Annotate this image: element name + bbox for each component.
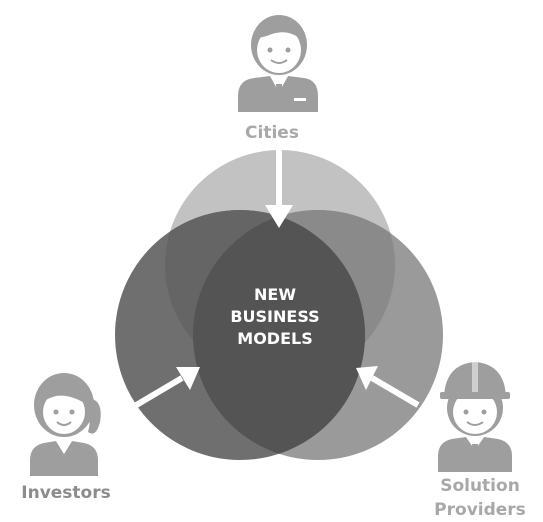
arrow-diagonal-right-icon (131, 367, 200, 410)
businesswoman-icon (30, 373, 101, 476)
center-label-line2: BUSINESS (230, 307, 320, 326)
hardhat-worker-icon (438, 362, 512, 472)
center-overlap (193, 210, 365, 460)
arrow-down-head-icon (265, 150, 293, 228)
center-label-line3: MODELS (237, 329, 313, 348)
cities-label: Cities (245, 123, 299, 143)
center-label-line1: NEW (254, 285, 296, 304)
investors-label: Investors (21, 483, 111, 503)
arrow-diagonal-left-icon (356, 366, 420, 408)
center-label: NEW BUSINESS MODELS (200, 284, 350, 350)
solution-providers-label-line1: Solution (440, 476, 520, 496)
solution-providers-label-line2: Providers (434, 500, 526, 520)
solution-providers-label: Solution Providers (420, 474, 540, 522)
businessman-icon (238, 15, 318, 112)
